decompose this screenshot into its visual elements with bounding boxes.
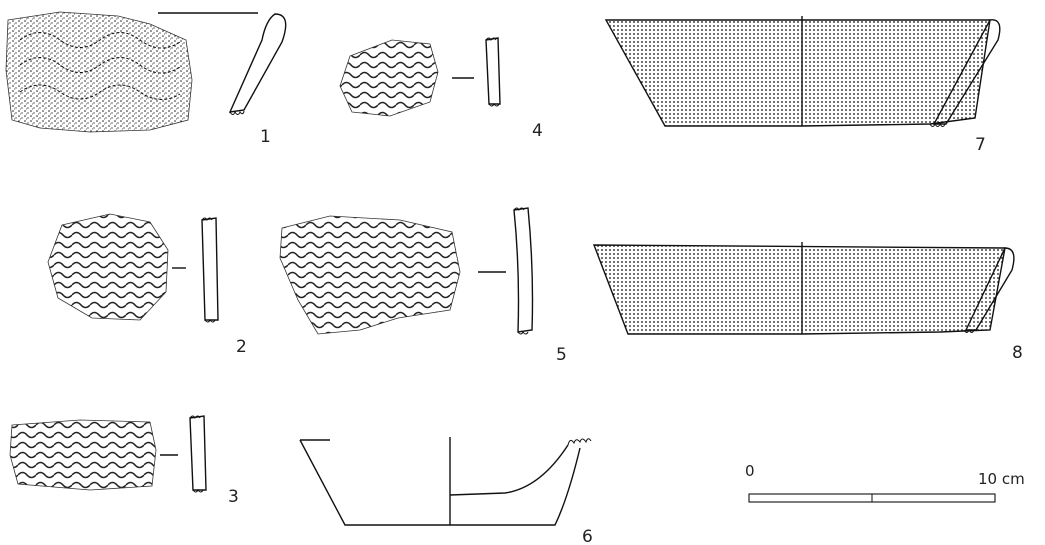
- sherd-4-rubbing: [339, 39, 439, 117]
- figure-number-3: 3: [228, 487, 239, 507]
- scale-bar-end-label: 10 cm: [978, 470, 1025, 488]
- sherd-5: 5: [279, 207, 567, 365]
- figure-number-1: 1: [260, 127, 271, 147]
- vessel-8-section-fill: [592, 244, 1006, 335]
- vessel-7: 7: [604, 16, 1001, 155]
- sherd-3: 3: [9, 415, 239, 507]
- sherd-3-rubbing: [9, 419, 157, 491]
- vessel-8-break-mark: [963, 328, 975, 333]
- sherd-4-break-mark: [485, 37, 500, 107]
- figure-number-7: 7: [975, 135, 986, 155]
- vessel-6-outline: [299, 439, 581, 526]
- sherd-2-break-mark: [201, 217, 216, 323]
- vessel-7-section-fill: [604, 19, 991, 127]
- sherd-2-rubbing: [47, 213, 169, 321]
- sherd-1: 1: [5, 11, 287, 147]
- vessel-6-inner-profile: [449, 444, 569, 496]
- sherd-1-wave-texture: [19, 32, 181, 100]
- sherd-5-break-mark: [513, 207, 529, 335]
- sherd-5-profile: [513, 207, 534, 333]
- scale-bar: 0 10 cm: [745, 462, 1025, 503]
- scale-bar-start-label: 0: [745, 462, 755, 480]
- sherd-4-profile: [485, 37, 501, 105]
- sherd-3-break-mark: [189, 415, 204, 493]
- sherd-2: 2: [47, 213, 247, 357]
- vessel-6: 6: [299, 437, 593, 545]
- sherd-3-profile: [189, 415, 207, 491]
- figure-number-4: 4: [532, 121, 543, 141]
- vessel-8-wall-profile: [964, 247, 1015, 331]
- sherd-1-break-mark: [229, 110, 245, 115]
- sherd-2-profile: [201, 217, 219, 321]
- figure-number-2: 2: [236, 337, 247, 357]
- vessel-8: 8: [592, 242, 1023, 363]
- vessel-7-wall-profile: [932, 19, 1001, 125]
- vessel-7-break-mark: [929, 122, 946, 127]
- figure-number-6: 6: [582, 527, 593, 545]
- vessel-6-break-mark: [567, 438, 592, 446]
- sherd-1-profile: [228, 13, 287, 113]
- sherd-1-rubbing: [5, 11, 193, 133]
- sherd-5-rubbing: [279, 215, 461, 335]
- figure-number-8: 8: [1012, 343, 1023, 363]
- figure-number-5: 5: [556, 345, 567, 365]
- sherd-4: 4: [339, 37, 543, 141]
